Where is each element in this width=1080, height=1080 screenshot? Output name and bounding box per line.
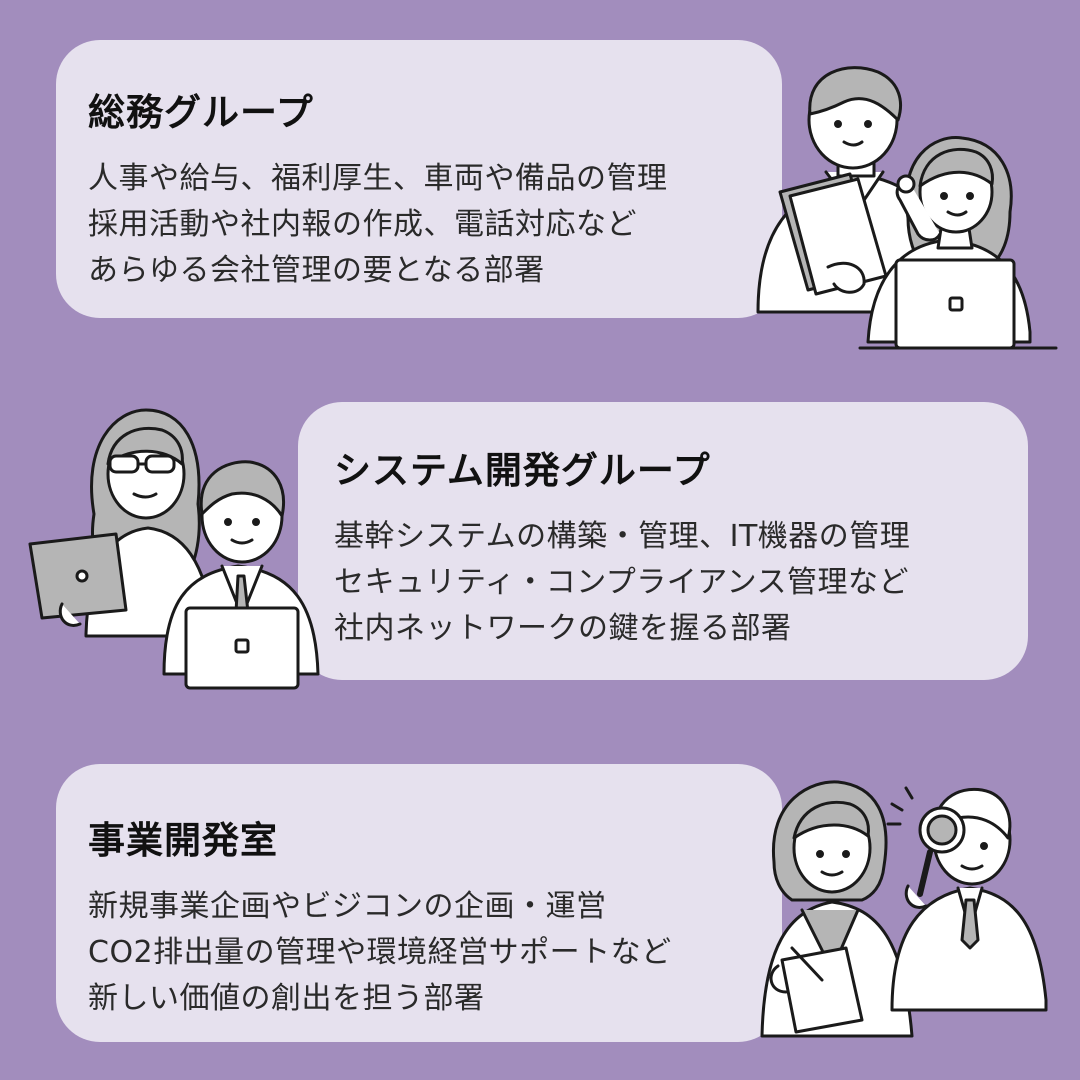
- section-description-line: 新規事業企画やビジコンの企画・運営: [88, 889, 607, 924]
- section-card-general-affairs: 総務グループ 人事や給与、福利厚生、車両や備品の管理 採用活動や社内報の作成、電…: [56, 40, 782, 318]
- section-description-line: 新しい価値の創出を担う部署: [88, 981, 485, 1016]
- section-description-line: 基幹システムの構築・管理、IT機器の管理: [334, 519, 911, 554]
- section-description-line: セキュリティ・コンプライアンス管理など: [334, 565, 909, 600]
- section-description-line: あらゆる会社管理の要となる部署: [88, 253, 545, 288]
- section-description-line: 社内ネットワークの鍵を握る部署: [334, 611, 792, 646]
- section-description-line: 採用活動や社内報の作成、電話対応など: [88, 207, 637, 242]
- section-description-line: CO2排出量の管理や環境経営サポートなど: [88, 935, 672, 970]
- section-title: 事業開発室: [88, 819, 278, 862]
- section-card-business-development: 事業開発室 新規事業企画やビジコンの企画・運営 CO2排出量の管理や環境経営サポ…: [56, 764, 782, 1042]
- office-workers-illustration: [748, 62, 1058, 354]
- section-title: 総務グループ: [88, 91, 314, 134]
- engineers-illustration: [26, 404, 336, 694]
- section-card-system-development: システム開発グループ 基幹システムの構築・管理、IT機器の管理 セキュリティ・コ…: [298, 402, 1028, 680]
- researchers-illustration: [752, 770, 1052, 1040]
- section-description-line: 人事や給与、福利厚生、車両や備品の管理: [88, 161, 668, 196]
- section-title: システム開発グループ: [334, 449, 711, 492]
